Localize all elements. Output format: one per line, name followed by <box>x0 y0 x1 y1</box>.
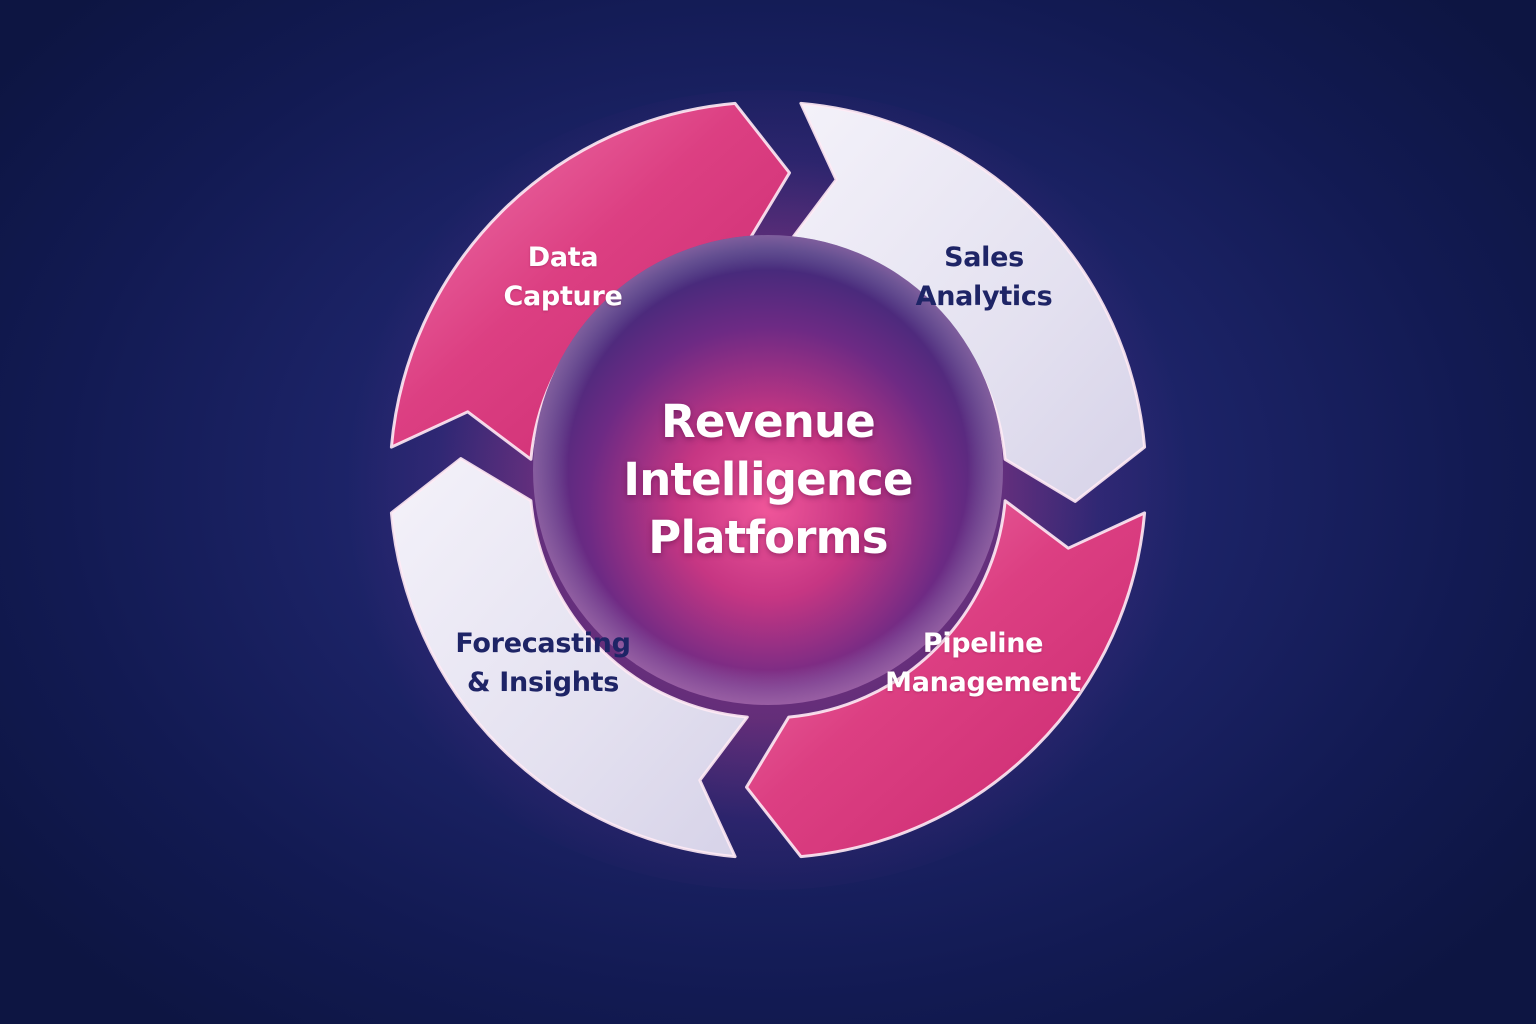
segment-label-line: Data <box>527 242 599 273</box>
center-disc-rim <box>533 235 1003 705</box>
center-title: Revenue Intelligence Platforms <box>563 393 973 567</box>
segment-label-data-capture: Data Capture <box>463 238 663 316</box>
segment-label-line: Pipeline <box>922 628 1044 659</box>
segment-label-line: Management <box>885 667 1081 698</box>
segment-forecasting-insights <box>389 457 749 859</box>
segment-label-line: & Insights <box>466 667 620 698</box>
segment-label-line: Capture <box>503 281 623 312</box>
segment-label-line: Analytics <box>915 281 1053 312</box>
segment-label-line: Sales <box>944 242 1024 273</box>
segment-pipeline-management <box>745 499 1147 859</box>
segment-label-pipeline-management: Pipeline Management <box>873 624 1093 702</box>
center-title-line: Revenue <box>660 395 876 448</box>
center-title-line: Platforms <box>648 511 888 564</box>
segment-label-forecasting-insights: Forecasting & Insights <box>433 624 653 702</box>
segment-label-sales-analytics: Sales Analytics <box>884 238 1084 316</box>
segment-label-line: Forecasting <box>455 628 631 659</box>
center-title-line: Intelligence <box>623 453 913 506</box>
